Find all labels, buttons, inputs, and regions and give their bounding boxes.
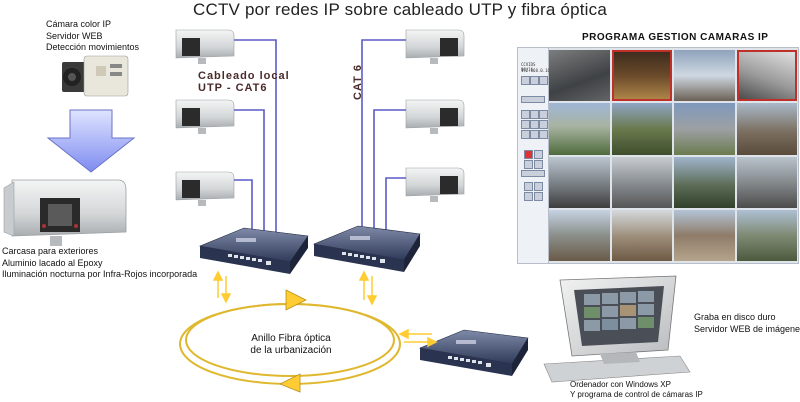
camera-tile[interactable] [674, 209, 735, 261]
ring-direction-arrow-bottom-icon [279, 373, 301, 393]
cable-label-line1: Cableado local [198, 70, 290, 82]
network-switch-bottom-icon [418, 329, 529, 376]
camera-tile[interactable] [736, 156, 797, 208]
camera-tile[interactable] [736, 209, 797, 261]
computer-monitor-icon [543, 275, 691, 383]
recorder-note-2: Servidor WEB de imágenes [694, 323, 800, 334]
computer-note-2: Y programa de control de cámaras IP [570, 390, 703, 399]
panel-slider[interactable] [521, 96, 545, 103]
camera-note-1: Cámara color IP [46, 19, 112, 29]
cable-label: Cableado local UTP - CAT6 [198, 70, 290, 94]
panel-button-6[interactable] [524, 182, 533, 191]
network-switch-right-icon [312, 225, 421, 272]
panel-ptz-1[interactable] [521, 110, 530, 119]
camera-management-panel: CCVIDS 08/16 192.168.0.16 [517, 47, 799, 264]
panel-stop-button[interactable] [534, 150, 543, 159]
recorder-notes: Graba en disco duro Servidor WEB de imág… [694, 312, 800, 335]
panel-button-5[interactable] [534, 160, 543, 169]
housing-note-2: Aluminio lacado al Epoxy [2, 257, 103, 268]
network-switch-left-icon [198, 227, 309, 274]
panel-select[interactable] [521, 170, 545, 177]
panel-ptz-2[interactable] [530, 110, 539, 119]
camera-housing-right-1-icon [405, 29, 465, 64]
camera-notes: Cámara color IP Servidor WEB Detección m… [46, 19, 139, 54]
camera-tile[interactable] [611, 209, 672, 261]
panel-side-text-1: CCVIDS 08/16 [521, 62, 536, 72]
panel-ptz-7[interactable] [521, 130, 530, 139]
camera-housing-left-2-icon [175, 99, 235, 134]
panel-button-1[interactable] [521, 76, 530, 85]
panel-ptz-8[interactable] [530, 130, 539, 139]
cat6-label: CAT 6 [352, 64, 364, 100]
camera-tile[interactable] [549, 156, 610, 208]
camera-note-3: Detección movimientos [46, 42, 140, 52]
program-title: PROGRAMA GESTION CAMARAS IP [582, 32, 769, 43]
housing-note-1: Carcasa para exteriores [2, 246, 99, 256]
panel-button-2[interactable] [530, 76, 539, 85]
camera-tile[interactable] [549, 103, 610, 155]
fiber-link-arrows-right-icon [358, 270, 378, 306]
utp-cables-right [361, 39, 406, 232]
panel-ptz-9[interactable] [539, 130, 548, 139]
camera-tile[interactable] [549, 50, 610, 102]
ring-label-line2: de la urbanización [250, 345, 332, 356]
fiber-link-arrows-left-icon [212, 270, 232, 304]
camera-tile[interactable] [611, 50, 672, 102]
panel-ptz-5[interactable] [530, 120, 539, 129]
housing-notes: Carcasa para exteriores Aluminio lacado … [2, 246, 197, 281]
ring-direction-arrow-top-icon [285, 289, 307, 311]
panel-ptz-4[interactable] [521, 120, 530, 129]
panel-button-4[interactable] [524, 160, 533, 169]
down-arrow-icon [46, 109, 136, 173]
camera-note-2: Servidor WEB [46, 30, 103, 41]
camera-tile[interactable] [736, 103, 797, 155]
camera-tile[interactable] [549, 209, 610, 261]
camera-housing-left-1-icon [175, 29, 235, 64]
panel-button-8[interactable] [524, 192, 533, 201]
panel-button-9[interactable] [534, 192, 543, 201]
panel-button-7[interactable] [534, 182, 543, 191]
camera-grid [549, 50, 797, 261]
ring-label-line1: Anillo Fibra óptica [251, 333, 331, 344]
cable-label-line2: UTP - CAT6 [198, 82, 268, 94]
panel-ptz-6[interactable] [539, 120, 548, 129]
fiber-link-arrows-bottom-icon [398, 328, 438, 348]
recorder-note-1: Graba en disco duro [694, 312, 776, 322]
panel-side-text-2: 192.168.0.16 [521, 68, 550, 73]
camera-housing-right-3-icon [405, 167, 465, 202]
large-camera-housing-icon [3, 179, 127, 246]
camera-tile[interactable] [611, 156, 672, 208]
page-title: CCTV por redes IP sobre cableado UTP y f… [193, 0, 607, 19]
panel-button-3[interactable] [539, 76, 548, 85]
camera-housing-left-3-icon [175, 171, 235, 206]
camera-tile[interactable] [611, 103, 672, 155]
camera-tile[interactable] [674, 103, 735, 155]
panel-sidebar: CCVIDS 08/16 192.168.0.16 [518, 48, 550, 263]
computer-notes: Ordenador con Windows XP Y programa de c… [570, 380, 703, 400]
utp-cables-left [234, 39, 277, 232]
panel-ptz-3[interactable] [539, 110, 548, 119]
ring-label: Anillo Fibra óptica de la urbanización [236, 333, 346, 357]
camera-tile[interactable] [674, 156, 735, 208]
camera-tile[interactable] [674, 50, 735, 102]
computer-note-1: Ordenador con Windows XP [570, 380, 671, 389]
camera-housing-right-2-icon [405, 99, 465, 134]
housing-note-3: Iluminación nocturna por Infra-Rojos inc… [2, 269, 198, 279]
ip-camera-icon [62, 55, 129, 97]
panel-record-button[interactable] [524, 150, 533, 159]
camera-tile[interactable] [736, 50, 797, 102]
